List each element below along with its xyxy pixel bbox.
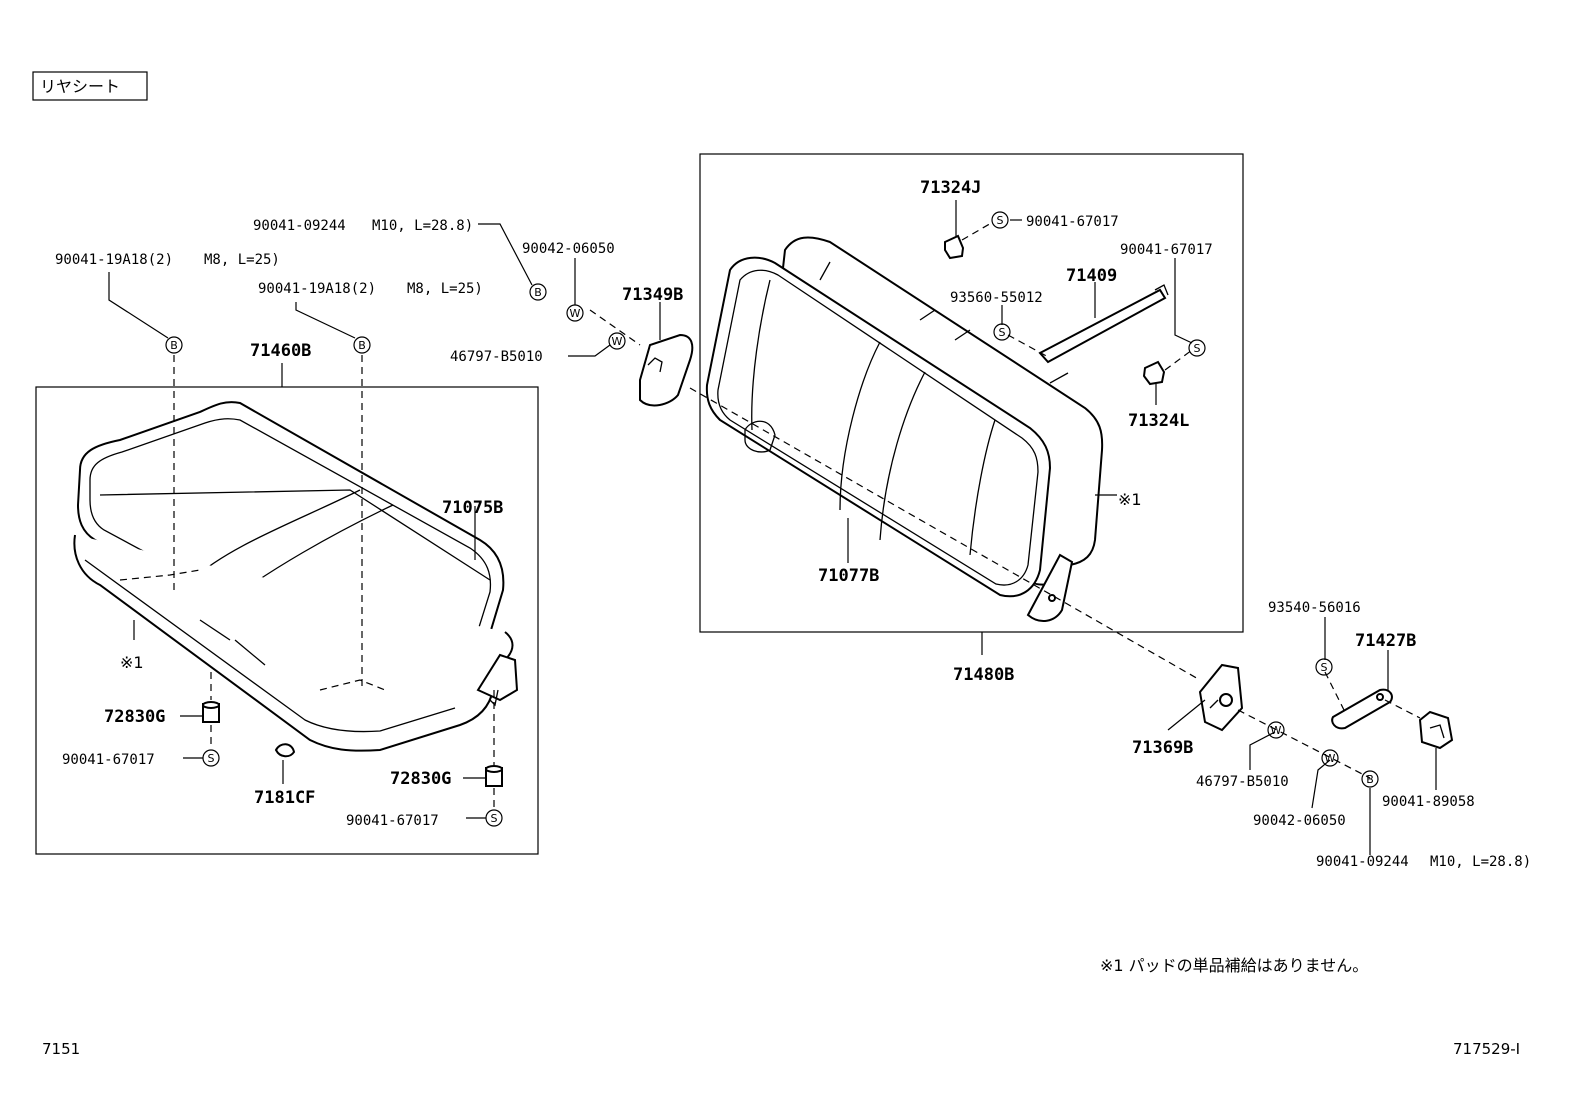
symbol-markers: B B S S B W W S S S S W W B	[165, 211, 1379, 827]
grommet-72830G-b	[485, 765, 503, 787]
label-90041-09244-b: 90041-09244	[1316, 854, 1409, 870]
svg-text:W: W	[612, 335, 623, 348]
screw-symbol-3: S	[991, 211, 1009, 229]
strap-71409	[1038, 284, 1169, 364]
washer-symbol-4: W	[1321, 749, 1339, 767]
washer-symbol-3: W	[1267, 721, 1285, 739]
label-93560-55012: 93560-55012	[950, 290, 1043, 306]
svg-text:B: B	[534, 286, 542, 299]
screw-symbol-2: S	[485, 809, 503, 827]
label-90042-06050-a: 90042-06050	[522, 241, 615, 257]
hinge-axis-left	[589, 309, 641, 346]
screw-symbol-4: S	[993, 323, 1011, 341]
label-7181CF: 7181CF	[254, 788, 315, 808]
label-71480B: 71480B	[953, 665, 1014, 685]
label-90041-19A18-b-spec: M8, L=25)	[407, 281, 483, 297]
label-mark-1-right: ※1	[1118, 490, 1142, 509]
label-90042-06050-b: 90042-06050	[1253, 813, 1346, 829]
footnote: ※1 パッドの単品補給はありません。	[1100, 956, 1368, 975]
clip-7181CF	[274, 743, 296, 758]
label-46797-B5010-a: 46797-B5010	[450, 349, 543, 365]
hinge-bracket-71349B	[639, 333, 694, 407]
hidden-line-2	[319, 679, 386, 691]
seat-cushion-drawing	[73, 401, 519, 752]
hidden-line-1	[119, 569, 201, 581]
label-72830G-a: 72830G	[104, 707, 165, 727]
label-93540-56016: 93540-56016	[1268, 600, 1361, 616]
bolt-symbol-4: B	[1361, 770, 1379, 788]
label-46797-B5010-b: 46797-B5010	[1196, 774, 1289, 790]
label-71369B: 71369B	[1132, 738, 1193, 758]
leader-lines	[108, 200, 1437, 855]
label-90041-19A18-a-spec: M8, L=25)	[204, 252, 280, 268]
figure-id-right: 717529-I	[1453, 1040, 1520, 1058]
figure-id-left: 7151	[42, 1040, 80, 1058]
strap-hook	[1049, 372, 1069, 384]
bolt-symbol-3: B	[529, 283, 547, 301]
bolt-symbol-2: B	[353, 336, 371, 354]
hinge-axis-right	[1237, 709, 1371, 779]
label-71427B: 71427B	[1355, 631, 1416, 651]
clip-71324L	[1142, 360, 1166, 386]
svg-text:B: B	[1366, 773, 1374, 786]
title: リヤシート	[40, 77, 120, 96]
label-90041-09244-b-spec: M10, L=28.8)	[1430, 854, 1531, 870]
svg-text:S: S	[491, 812, 498, 825]
grommet-72830G-a	[202, 701, 220, 723]
washer-symbol-1: W	[566, 304, 584, 322]
clip-71324J	[944, 234, 965, 260]
label-90041-67017-b: 90041-67017	[346, 813, 439, 829]
link-axis	[1384, 699, 1421, 719]
link-71427B	[1331, 688, 1393, 730]
seatback-group-frame	[699, 153, 1244, 633]
svg-text:S: S	[208, 752, 215, 765]
screw-axis-71324J	[961, 221, 994, 241]
svg-text:S: S	[997, 214, 1004, 227]
label-71324L: 71324L	[1128, 411, 1189, 431]
svg-text:W: W	[570, 307, 581, 320]
svg-text:B: B	[358, 339, 366, 352]
label-71460B: 71460B	[250, 341, 311, 361]
label-mark-1-left: ※1	[120, 653, 144, 672]
svg-text:S: S	[1321, 661, 1328, 674]
label-90041-19A18-a: 90041-19A18(2)	[55, 252, 173, 268]
screw-symbol-5: S	[1188, 339, 1206, 357]
seat-back-drawing	[705, 236, 1104, 622]
svg-text:W: W	[1271, 724, 1282, 737]
label-71324J: 71324J	[920, 178, 981, 198]
label-90041-67017-c: 90041-67017	[1026, 214, 1119, 230]
screw-symbol-1: S	[202, 749, 220, 767]
label-90041-67017-a: 90041-67017	[62, 752, 155, 768]
label-72830G-b: 72830G	[390, 769, 451, 789]
label-71075B: 71075B	[442, 498, 503, 518]
title-box	[32, 71, 148, 101]
label-71077B: 71077B	[818, 566, 879, 586]
cushion-group-frame	[35, 386, 539, 855]
label-71409: 71409	[1066, 266, 1117, 286]
svg-text:W: W	[1325, 752, 1336, 765]
label-90041-67017-d: 90041-67017	[1120, 242, 1213, 258]
svg-text:B: B	[170, 339, 178, 352]
screw-axis-71324L	[1164, 349, 1193, 371]
label-90041-09244-a: 90041-09244	[253, 218, 346, 234]
hinge-axis-main	[689, 387, 1201, 681]
nut-90041-89058	[1418, 710, 1454, 750]
washer-symbol-2: W	[608, 332, 626, 350]
label-71349B: 71349B	[622, 285, 683, 305]
hinge-71369B	[1198, 663, 1244, 732]
svg-text:S: S	[1194, 342, 1201, 355]
label-90041-09244-a-spec: M10, L=28.8)	[372, 218, 473, 234]
label-90041-19A18-b: 90041-19A18(2)	[258, 281, 376, 297]
svg-text:S: S	[999, 326, 1006, 339]
screw-symbol-6: S	[1315, 658, 1333, 676]
label-90041-89058: 90041-89058	[1382, 794, 1475, 810]
screw-axis-93560	[1007, 334, 1051, 359]
screw-axis-93540	[1324, 671, 1346, 713]
bolt-symbol-1: B	[165, 336, 183, 354]
hinge-bracket-detail	[647, 357, 663, 373]
